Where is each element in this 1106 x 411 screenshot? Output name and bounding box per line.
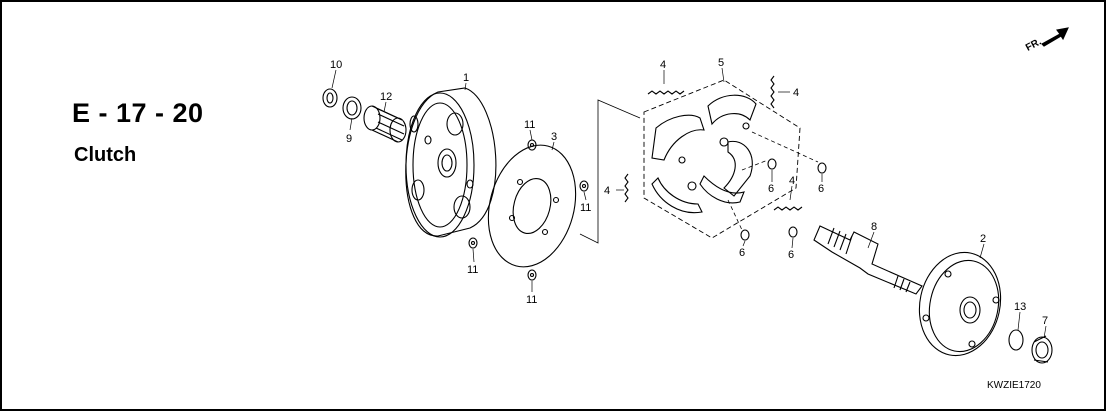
callout-4-left: 4	[604, 185, 610, 197]
callout-13: 13	[1014, 301, 1026, 313]
callout-8: 8	[871, 221, 877, 233]
part-4-springs	[624, 75, 803, 211]
part-6-pins	[727, 131, 827, 241]
reference-code: KWZIE1720	[987, 380, 1041, 391]
part-7-oil-seal	[1031, 335, 1053, 364]
diagram-code: E - 17 - 20	[72, 98, 204, 128]
part-10-washer	[322, 88, 338, 108]
assembly-bracket-line	[579, 99, 641, 244]
callout-11-left: 11	[467, 264, 478, 276]
part-9-washer	[342, 96, 362, 120]
callout-4-right: 4	[793, 87, 799, 99]
callout-4-top: 4	[660, 59, 666, 71]
part-13-washer	[1008, 329, 1024, 351]
callout-4-bottom: 4	[789, 175, 795, 187]
part-3-clutch-plate	[487, 144, 577, 268]
callout-6-c: 6	[739, 247, 745, 259]
front-arrow-icon	[1041, 27, 1069, 47]
callout-2: 2	[980, 233, 986, 245]
callout-1: 1	[463, 72, 469, 84]
callout-leaders	[331, 67, 1047, 339]
callout-11-top: 11	[524, 119, 535, 131]
callout-11-bottom: 11	[526, 294, 537, 306]
callout-3: 3	[551, 131, 557, 143]
callout-7: 7	[1042, 315, 1048, 327]
diagram-title: Clutch	[74, 144, 137, 166]
part-1-clutch-outer	[405, 87, 497, 238]
callout-6-d: 6	[788, 249, 794, 261]
part-2-hub-plate	[918, 251, 1002, 357]
part-8-drive-shaft	[813, 225, 923, 295]
callout-5: 5	[718, 57, 724, 69]
callout-11-right: 11	[580, 202, 591, 214]
part-12-needle-bearing	[363, 105, 407, 143]
callout-6-b: 6	[818, 183, 824, 195]
callout-12: 12	[380, 91, 392, 103]
part-5-clutch-weight-assembly	[643, 79, 801, 239]
callout-9: 9	[346, 133, 352, 145]
callout-6-a: 6	[768, 183, 774, 195]
callout-10: 10	[330, 59, 342, 71]
